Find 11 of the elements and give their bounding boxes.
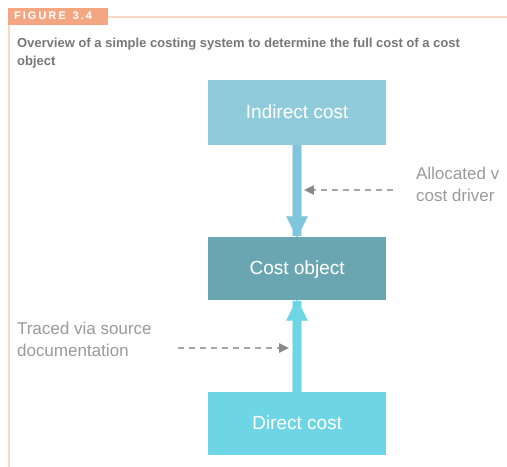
annotation-text: Allocated v cost driver xyxy=(416,163,507,208)
arrow xyxy=(286,298,308,392)
process-box: Cost object xyxy=(208,237,386,300)
leader-arrow xyxy=(178,343,289,353)
figure-title: Overview of a simple costing system to determine the full cost of a cost object xyxy=(17,34,461,70)
process-box: Direct cost xyxy=(208,392,386,455)
annotation-text: Traced via source documentation xyxy=(17,318,187,362)
arrow xyxy=(286,145,308,238)
leader-arrow xyxy=(304,185,393,195)
process-box: Indirect cost xyxy=(208,80,386,145)
figure-tab: FIGURE 3.4 xyxy=(8,8,108,25)
